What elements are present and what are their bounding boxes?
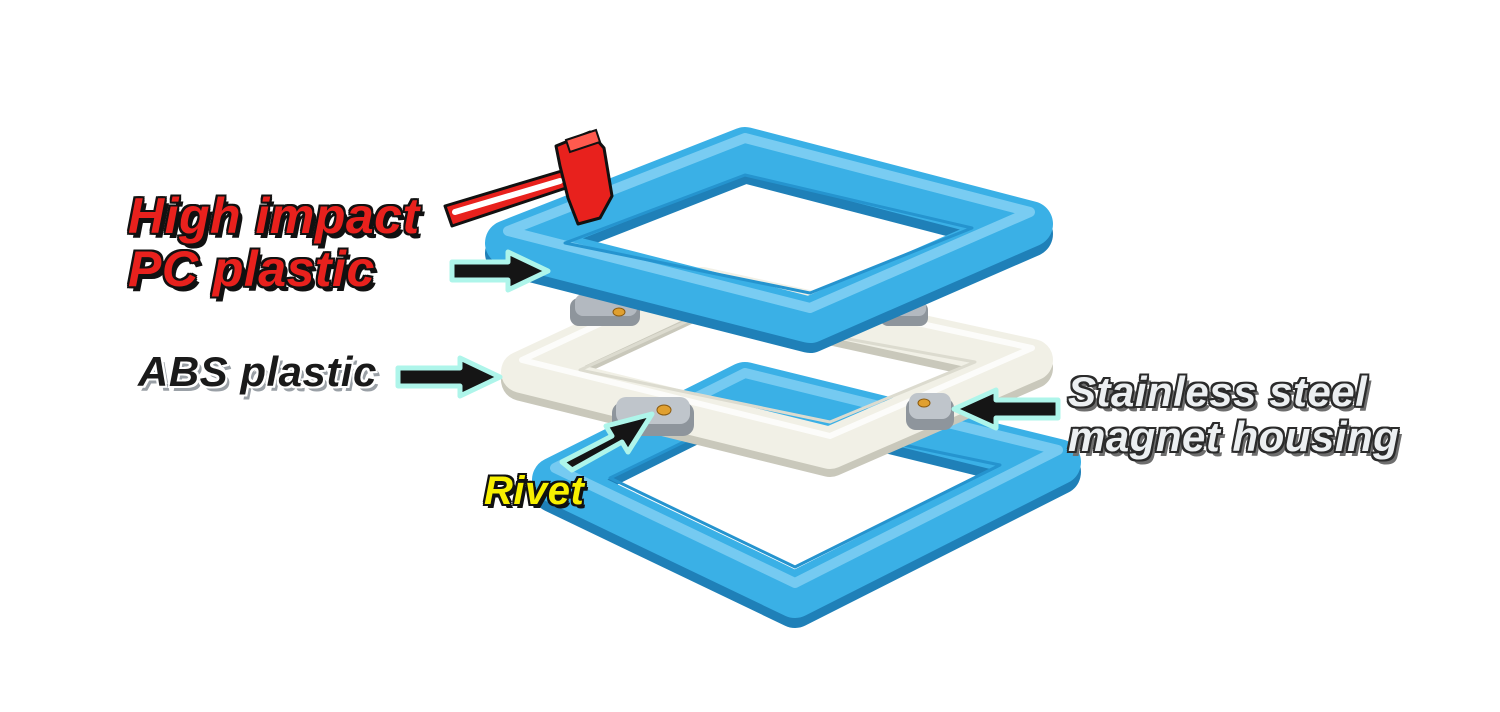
middle-abs-frame: [501, 267, 1053, 477]
label-abs-text: ABS plastic: [138, 348, 377, 395]
label-rivet: Rivet: [484, 469, 585, 513]
label-pc-line1: High impact: [128, 188, 420, 244]
magnet-housing-front-right: [906, 393, 954, 430]
hammer-icon: [443, 128, 614, 228]
label-steel-line2: magnet housing: [1068, 412, 1400, 460]
arrow-pc-plastic: [449, 249, 551, 293]
top-pc-frame: [485, 127, 1053, 353]
label-magnet-housing: Stainless steel magnet housing: [1068, 368, 1400, 460]
arrow-magnet-housing: [951, 387, 1061, 431]
label-steel-line1: Stainless steel: [1068, 368, 1368, 415]
arrow-abs-plastic: [395, 355, 503, 399]
label-rivet-text: Rivet: [484, 469, 585, 513]
label-pc-plastic: High impact PC plastic: [128, 190, 420, 296]
label-pc-line2: PC plastic: [128, 241, 375, 297]
label-abs-plastic: ABS plastic: [138, 348, 377, 395]
arrow-rivet: [559, 411, 655, 473]
